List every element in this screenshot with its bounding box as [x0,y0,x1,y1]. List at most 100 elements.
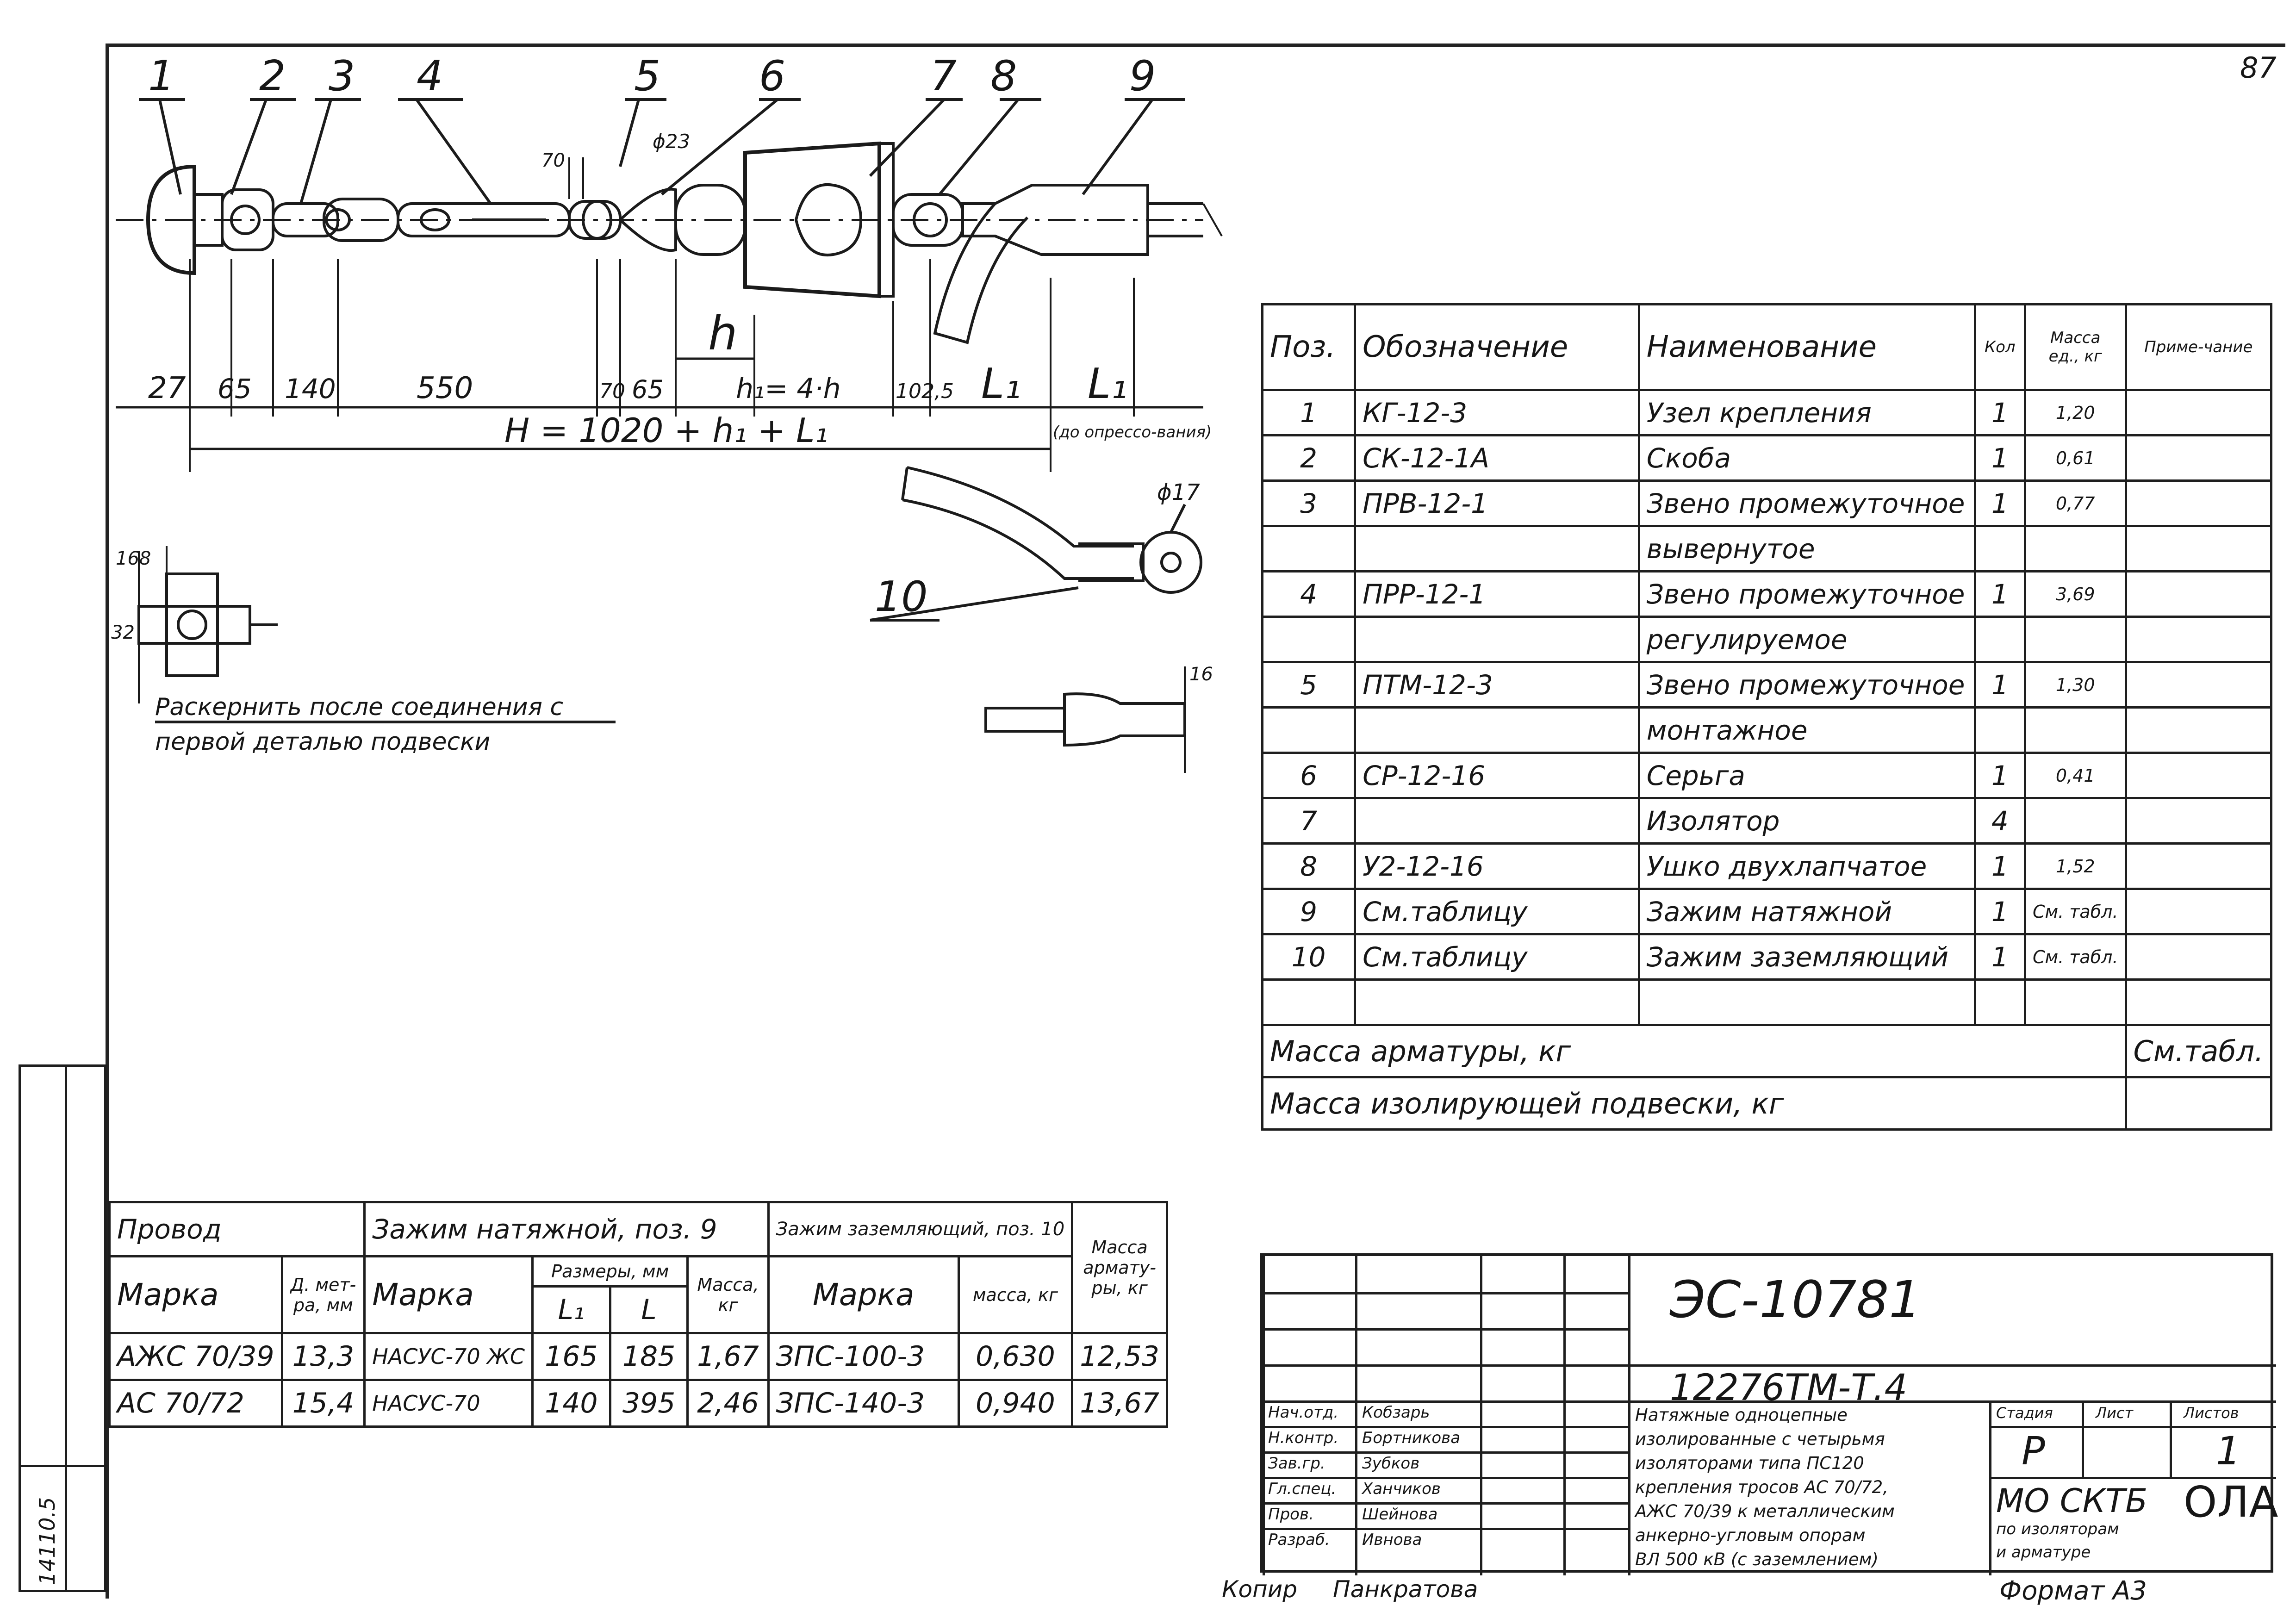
wire-cell-mass: 1,67 [686,1332,770,1381]
spec-cell-name: Скоба [1637,434,1976,482]
spec-cell-mass [2023,525,2127,572]
position-label: 9 [1129,52,1156,100]
signature-name: Кобзарь [1362,1403,1430,1422]
spec-cell-designation: ПРВ-12-1 [1354,479,1640,527]
spec-cell-qty: 1 [1973,479,2026,527]
signature-role: Гл.спец. [1268,1480,1337,1498]
spec-row: вывернутое [1261,525,2273,572]
spec-cell-designation [1354,706,1640,754]
wire-cell-diameter: 13,3 [280,1332,366,1381]
mass-fittings-value: См.табл. [2124,1024,2273,1078]
signature-role: Зав.гр. [1268,1454,1325,1473]
spec-cell-mass: 1,52 [2023,842,2127,890]
spec-cell-qty: 1 [1973,752,2026,799]
spec-row [1261,978,2273,1026]
col-clamp-mass: Масса, кг [686,1255,770,1334]
wire-cell-mass: 2,46 [686,1379,770,1428]
wire-cell-L1: 140 [531,1379,611,1428]
spec-cell-mass: 1,30 [2023,661,2127,709]
spec-cell-pos: 8 [1261,842,1356,890]
header-pos: Поз. [1261,303,1356,391]
wire-cell-L: 395 [609,1379,689,1428]
spec-cell-mass [2023,978,2127,1026]
assembly-note: первой деталью подвески [155,728,490,756]
spec-cell-note [2124,933,2273,981]
spec-cell-note [2124,570,2273,618]
dimension-label: h₁= 4·h [736,373,841,405]
position-label: 3 [329,52,355,100]
spec-cell-qty: 1 [1973,933,2026,981]
title-description-line: изолированные с четырьмя [1635,1429,1885,1449]
spec-cell-pos: 7 [1261,797,1356,845]
spec-cell-pos: 6 [1261,752,1356,799]
position-label: 6 [759,52,785,100]
signature-role: Пров. [1268,1505,1314,1524]
org-subline: по изоляторам [1996,1520,2119,1538]
assembly-note: Раскернить после соединения с [155,693,563,721]
spec-cell-mass: 0,77 [2023,479,2127,527]
spec-cell-designation [1354,797,1640,845]
spec-cell-pos [1261,525,1356,572]
col-sizes: Размеры, мм [531,1255,689,1288]
title-description-line: АЖС 70/39 к металлическим [1635,1501,1895,1521]
dimension-label: 16 [1189,664,1213,685]
header-mass: Масса ед., кг [2023,303,2127,391]
sheet-label: Лист [2096,1404,2134,1422]
position-label: 4 [417,52,443,100]
spec-cell-note [2124,797,2273,845]
org-logo: ОЛА [2184,1477,2278,1527]
spec-cell-pos: 1 [1261,389,1356,436]
group-wire: Провод [108,1201,366,1257]
doc-code: ЭС-10781 [1670,1270,1922,1329]
copier-name: Панкратова [1333,1576,1478,1603]
spec-cell-designation [1354,525,1640,572]
col-ground-mass: масса, кг [957,1255,1074,1334]
wire-cell-grade: АС 70/72 [108,1379,283,1428]
sheets-label: Листов [2184,1404,2239,1422]
spec-cell-mass: 0,61 [2023,434,2127,482]
spec-cell-note [2124,842,2273,890]
dimension-label: 70 [599,380,625,403]
spec-cell-designation [1354,978,1640,1026]
spec-cell-name: Звено промежуточное [1637,479,1976,527]
spec-cell-note [2124,434,2273,482]
dimension-label: 140 [285,373,336,404]
spec-cell-pos [1261,706,1356,754]
col-diameter: Д. мет-ра, мм [280,1255,366,1334]
dimension-label: (до опрессо-вания) [1053,423,1212,442]
position-label: 5 [634,52,660,100]
org-name: МО СКТБ [1996,1482,2148,1520]
spec-cell-pos [1261,616,1356,663]
spec-cell-name: Изолятор [1637,797,1976,845]
spec-cell-note [2124,616,2273,663]
dimension-label: L₁ [1088,360,1127,408]
dimension-label: 65 [218,373,252,404]
spec-cell-name: вывернутое [1637,525,1976,572]
spec-cell-qty: 1 [1973,434,2026,482]
spec-cell-note [2124,706,2273,754]
wire-cell-grade: АЖС 70/39 [108,1332,283,1381]
spec-cell-qty: 1 [1973,842,2026,890]
spec-row: монтажное [1261,706,2273,754]
spec-row: регулируемое [1261,616,2273,663]
title-description-line: ВЛ 500 кВ (с заземлением) [1635,1549,1879,1569]
signature-role: Разраб. [1268,1531,1330,1549]
spec-cell-name: Серьга [1637,752,1976,799]
dimension-label: 550 [417,371,473,405]
col-grade: Марка [108,1255,283,1334]
dimension-label: 32 [111,622,135,643]
mass-suspension-label: Масса изолирующей подвески, кг [1261,1076,2127,1131]
title-description-line: Натяжные одноцепные [1635,1405,1848,1425]
header-name: Наименование [1637,303,1976,391]
spec-cell-mass: 3,69 [2023,570,2127,618]
wire-cell-diameter: 15,4 [280,1379,366,1428]
signature-role: Нач.отд. [1268,1403,1339,1422]
dimension-label: 27 [148,371,186,405]
spec-cell-designation: КГ-12-3 [1354,389,1640,436]
signature-name: Ханчиков [1362,1480,1441,1498]
spec-cell-note [2124,752,2273,799]
